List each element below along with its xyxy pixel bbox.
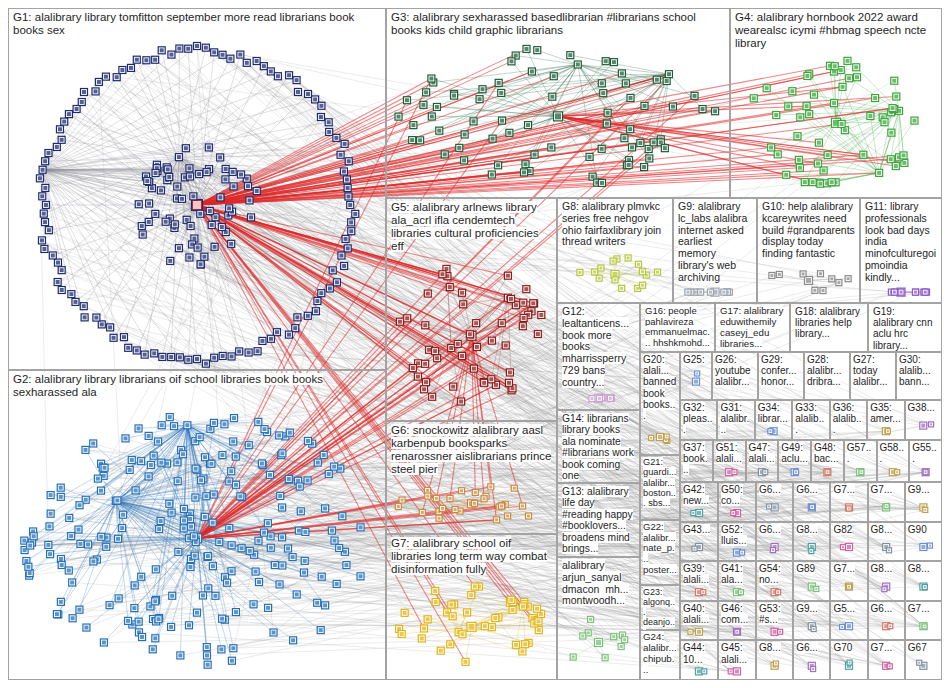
graph-canvas: G1: alalibrary library tomfitton septemb…: [0, 0, 950, 688]
